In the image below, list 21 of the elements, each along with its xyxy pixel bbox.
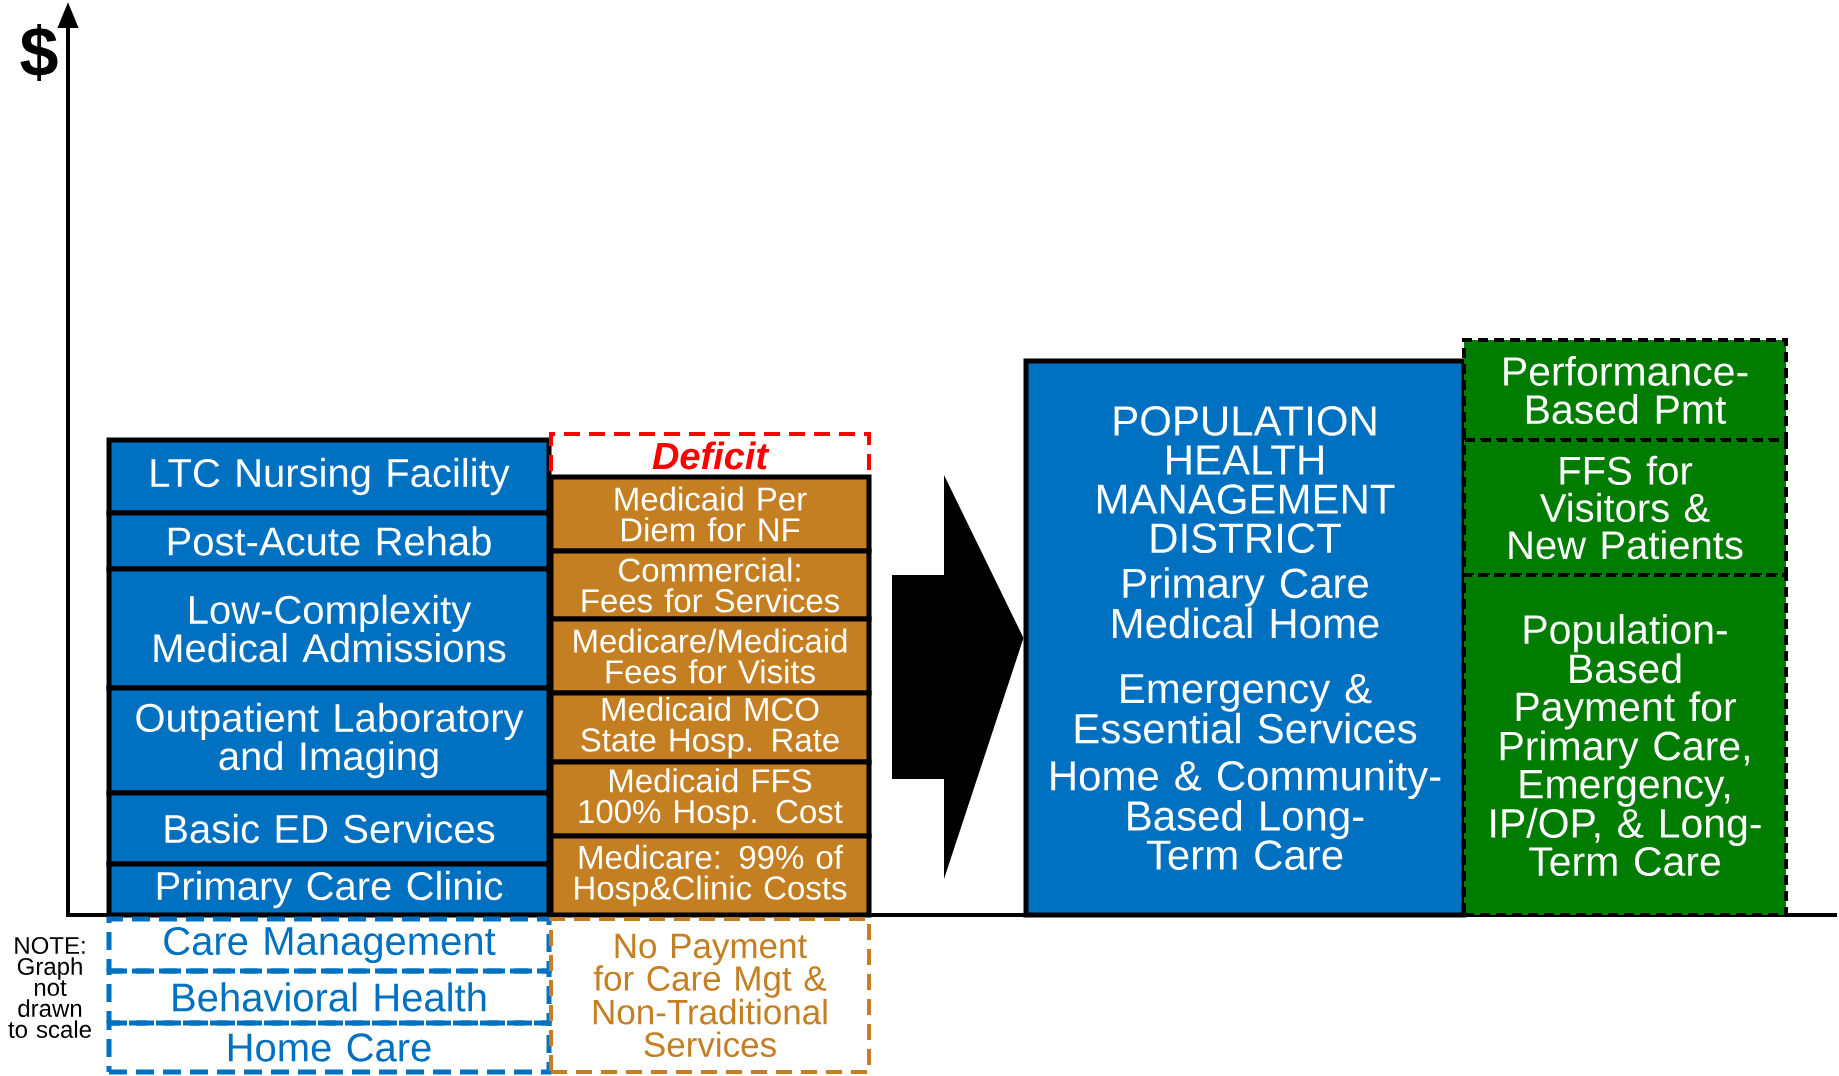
district-box: POPULATION HEALTH MANAGEMENT DISTRICT Primary Care Medical Home Emergency & Essential Services Home & Community-Based Long-Term Care — [1023, 358, 1467, 918]
payment-box: No Payment for Care Mgt & Non-Traditional Services — [549, 917, 871, 1074]
payment-box: Medicaid MCO State Hosp. Rate — [548, 690, 872, 765]
service-box: LTC Nursing Facility — [106, 437, 552, 516]
payment-box: Performance-Based Pmt — [1462, 338, 1788, 442]
currency-symbol: $ — [20, 23, 58, 82]
payment-box: Medicaid Per Diem for NF — [548, 474, 872, 554]
payment-box: FFS for Visitors & New Patients — [1462, 438, 1788, 577]
service-box: Home Care — [106, 1020, 552, 1075]
note-text: NOTE: Graph not drawn to scale — [8, 937, 91, 1038]
payment-box: Medicaid FFS 100% Hosp. Cost — [548, 759, 872, 839]
service-box: Care Management — [106, 916, 552, 974]
payment-box: Medicare: 99% of Hosp&Clinic Costs — [548, 833, 872, 918]
service-box: Behavioral Health — [106, 968, 552, 1026]
service-box: Basic ED Services — [106, 790, 552, 867]
service-box: Post-Acute Rehab — [106, 510, 552, 572]
service-box: Outpatient Laboratory and Imaging — [106, 685, 552, 796]
payment-box: Commercial: Fees for Services — [548, 548, 872, 622]
block-arrow — [892, 475, 1024, 879]
service-box: Primary Care Clinic — [106, 861, 552, 918]
payment-box: Medicare/Medicaid Fees for Visits — [548, 616, 872, 696]
